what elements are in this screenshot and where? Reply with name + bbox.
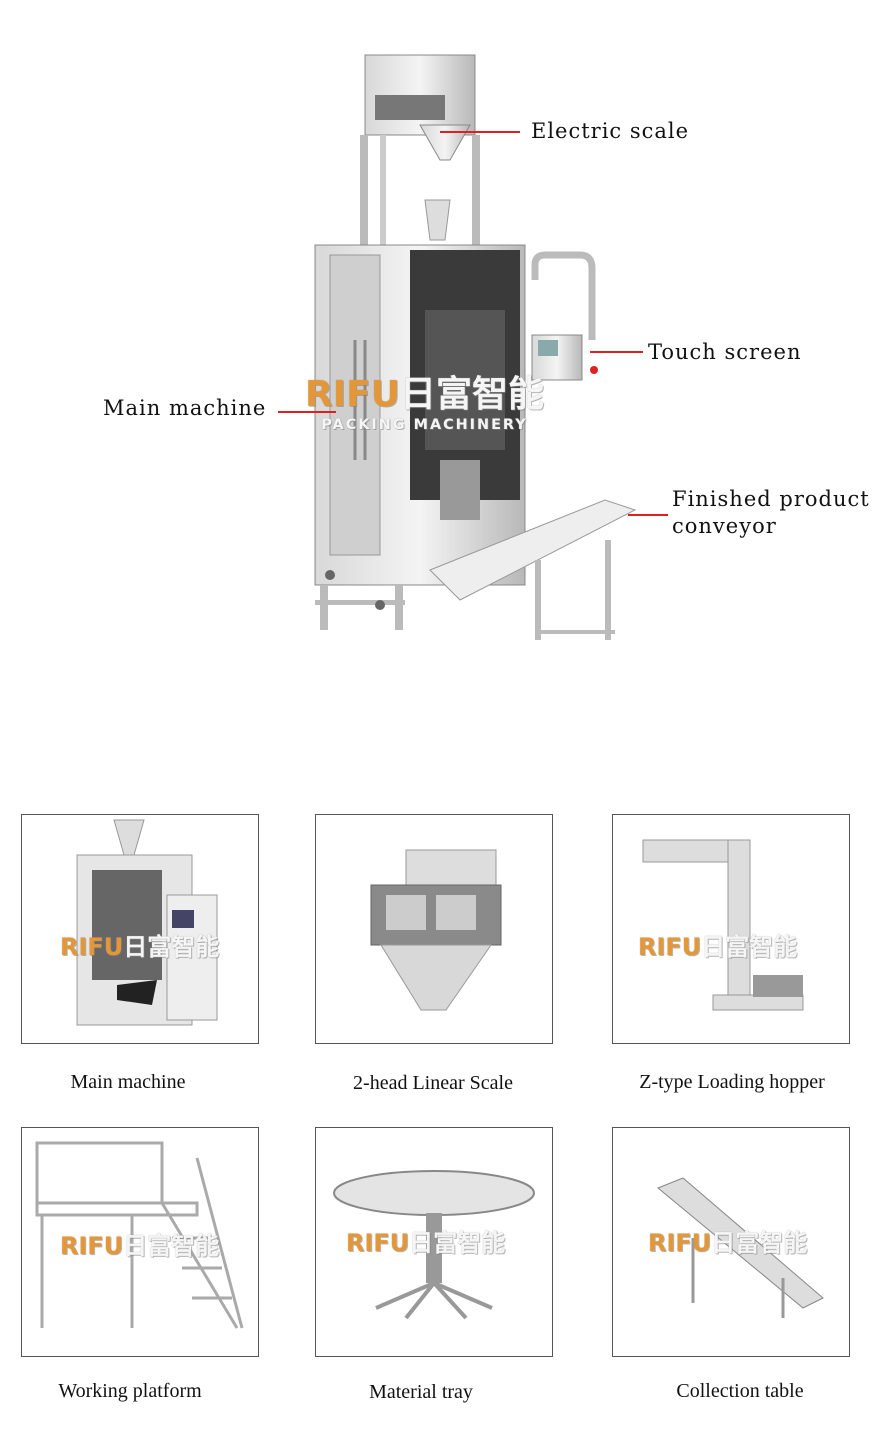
- callout-line-touch-screen: [590, 351, 643, 353]
- caption-material-tray: Material tray: [369, 1381, 473, 1403]
- callout-electric-scale: Electric scale: [531, 119, 690, 143]
- callout-main-machine: Main machine: [103, 396, 267, 420]
- output-conveyor-icon: [657, 1177, 824, 1318]
- component-collection-table: RIFU日富智能: [612, 1127, 850, 1357]
- caption-linear-scale: 2-head Linear Scale: [353, 1072, 513, 1094]
- component-z-hopper: RIFU日富智能: [612, 814, 850, 1044]
- vertical-packing-machine-icon: [76, 819, 218, 1026]
- callout-touch-screen: Touch screen: [648, 340, 802, 364]
- caption-z-hopper: Z-type Loading hopper: [639, 1071, 825, 1093]
- packing-machine-illustration: [314, 54, 637, 640]
- main-machine-image: RIFU日富智能 PACKING MACHINERY: [300, 40, 640, 645]
- caption-main-machine: Main machine: [70, 1071, 186, 1093]
- component-linear-scale: [315, 814, 553, 1044]
- caption-work-platform: Working platform: [58, 1380, 202, 1402]
- component-main-machine: RIFU日富智能: [21, 814, 259, 1044]
- callout-conveyor: Finished product conveyor: [672, 487, 870, 538]
- z-bucket-elevator-icon: [642, 839, 804, 1011]
- linear-scale-icon: [370, 849, 502, 1011]
- rotary-tray-icon: [333, 1170, 535, 1320]
- callout-line-main-machine: [278, 411, 336, 413]
- component-work-platform: RIFU日富智能: [21, 1127, 259, 1357]
- work-platform-icon: [35, 1141, 244, 1329]
- component-material-tray: RIFU日富智能: [315, 1127, 553, 1357]
- callout-line-conveyor: [628, 514, 668, 516]
- callout-line-electric-scale: [440, 131, 520, 133]
- caption-collection-table: Collection table: [676, 1380, 804, 1402]
